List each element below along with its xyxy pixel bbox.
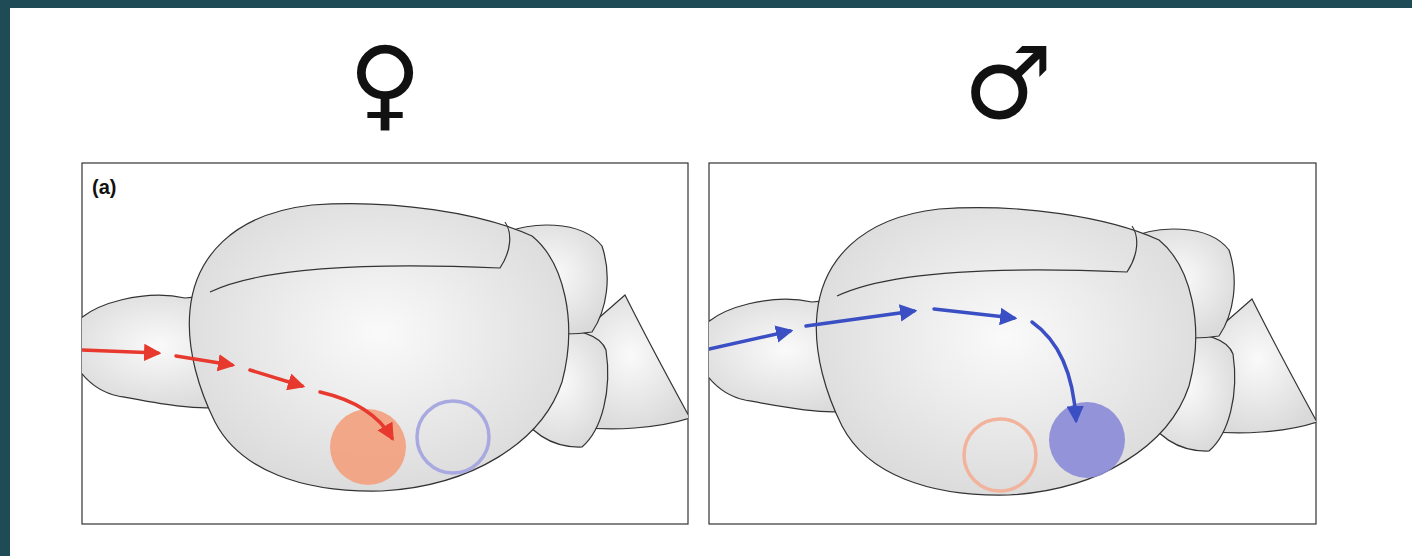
region-outline bbox=[964, 419, 1036, 491]
female-brain bbox=[82, 204, 688, 492]
region-filled bbox=[330, 409, 406, 485]
slide-ground bbox=[10, 8, 1412, 556]
male-brain bbox=[709, 208, 1316, 496]
panel-letter: (a) bbox=[92, 176, 116, 198]
pathway-arrow bbox=[709, 309, 1076, 420]
pathway-arrow bbox=[82, 350, 392, 438]
region-outline bbox=[417, 401, 489, 473]
male-symbol: ♂ bbox=[963, 34, 1053, 134]
female-symbol: ♀ bbox=[348, 34, 421, 134]
region-filled bbox=[1049, 402, 1125, 478]
